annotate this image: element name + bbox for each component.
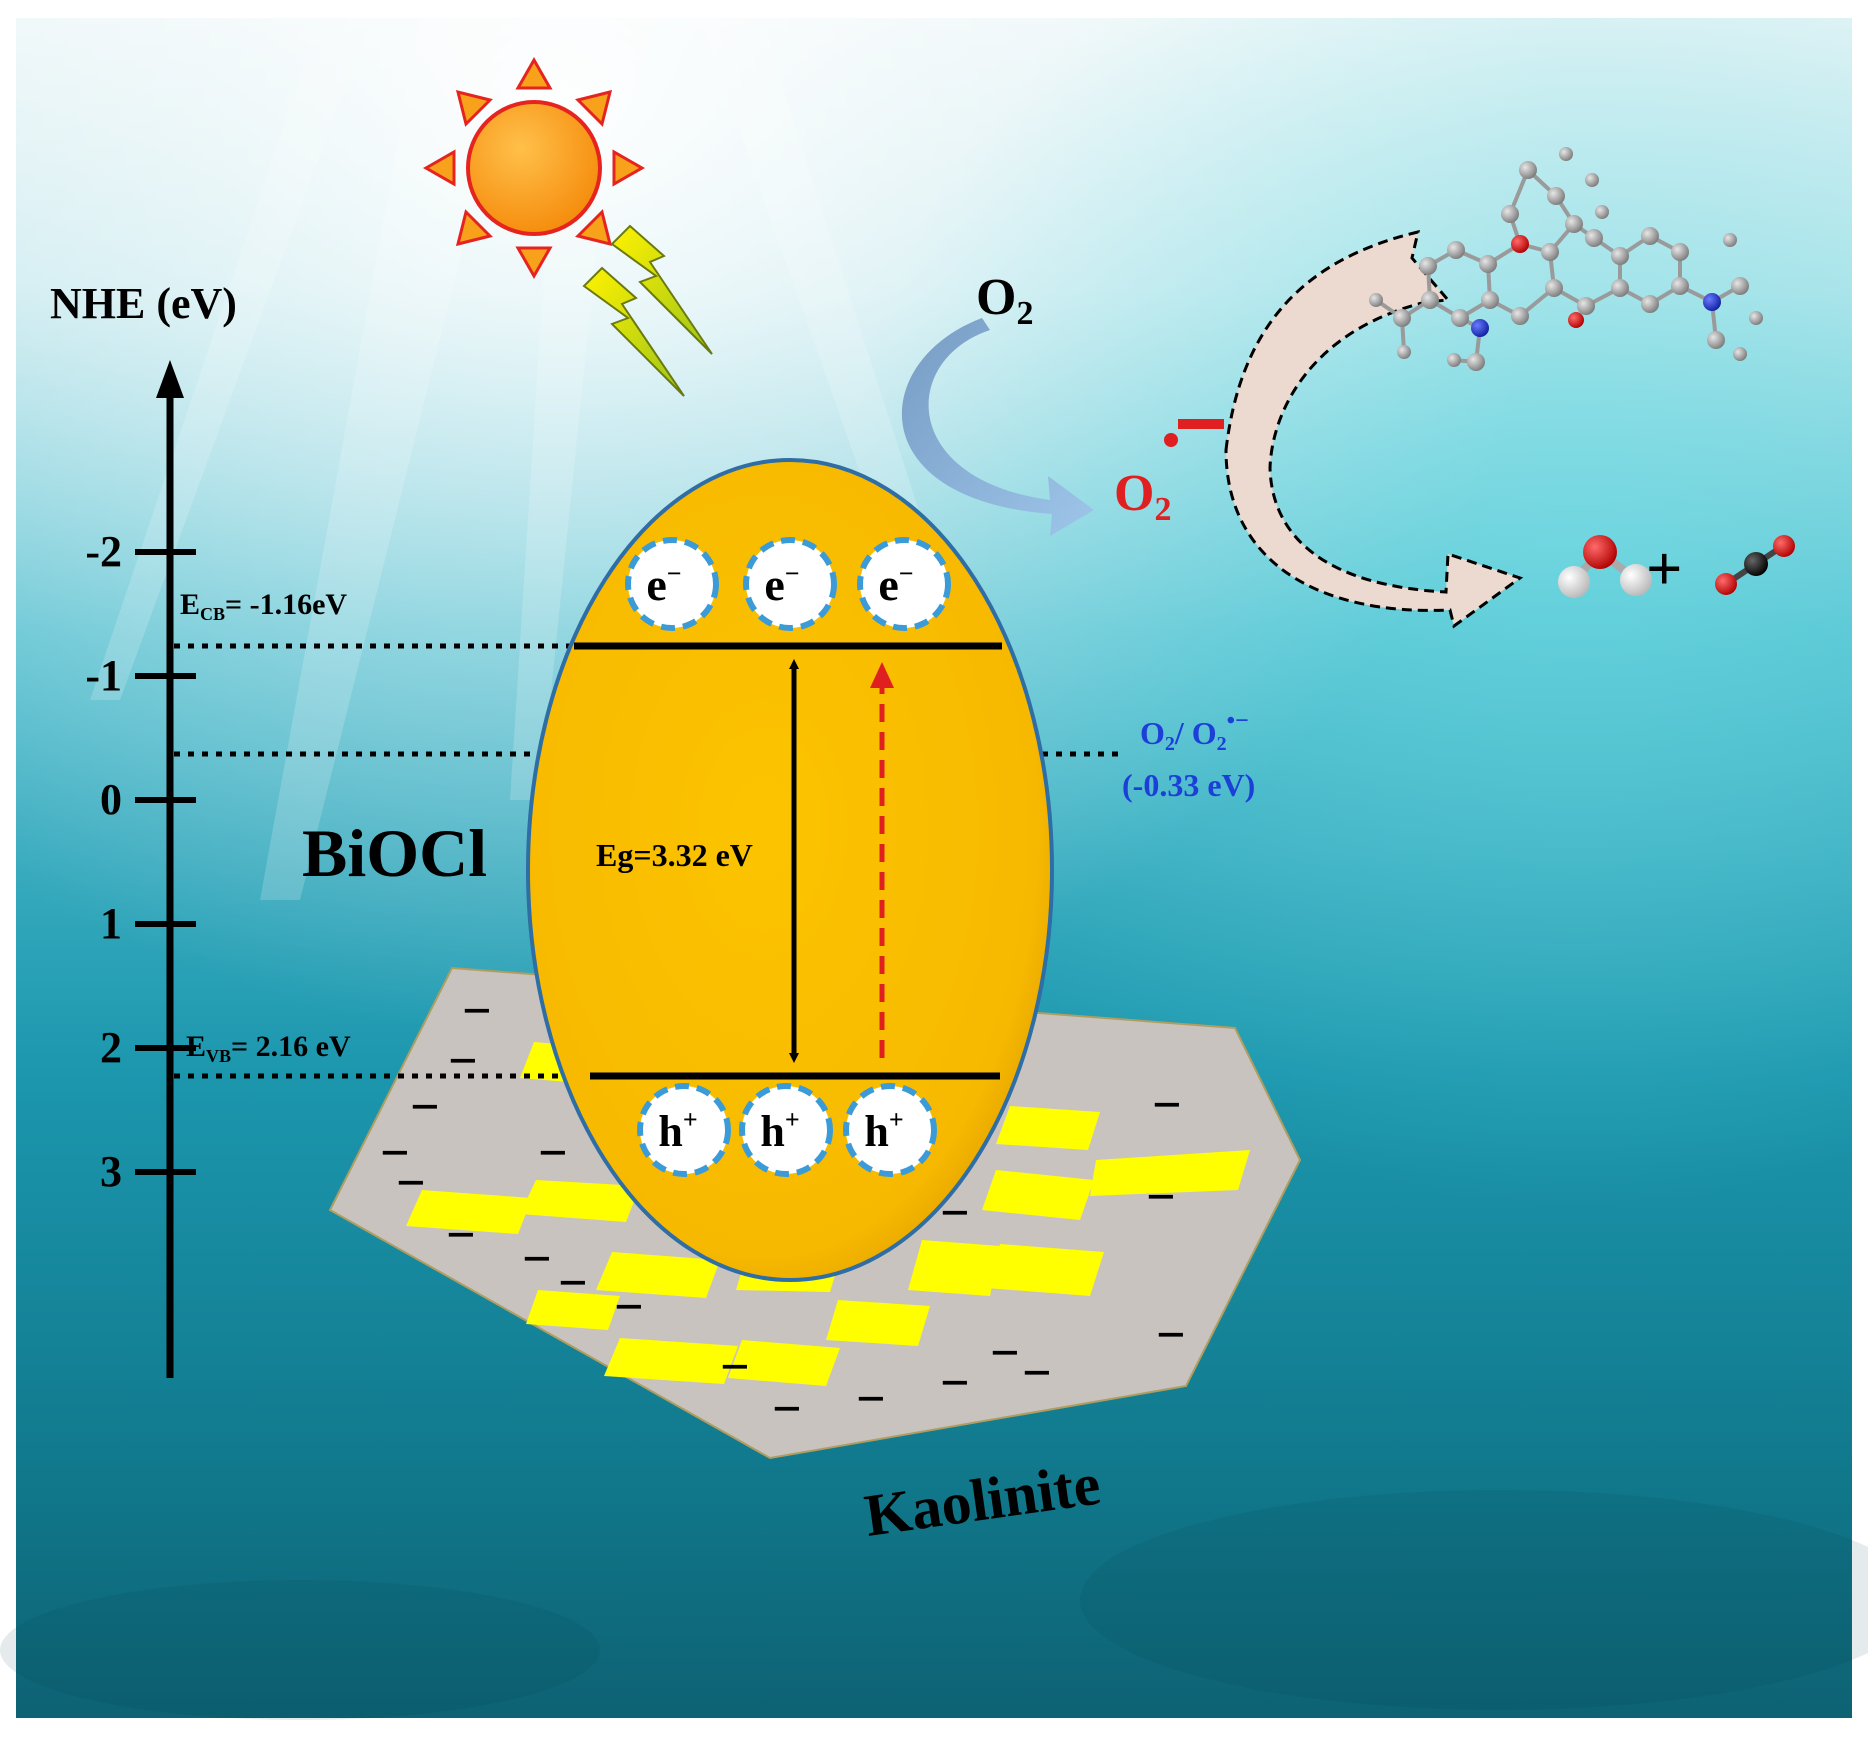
charge-mark: − [1146, 1169, 1176, 1226]
redox-potential-label: O2/ O2•− [1140, 708, 1249, 755]
svg-text:e−: e− [764, 559, 799, 610]
electrons: e− e− e− [625, 537, 951, 631]
degradation-arrow [1224, 229, 1524, 629]
charge-mark: − [1156, 1307, 1186, 1364]
tick-label-0: 0 [100, 775, 122, 824]
tick-label-1: 1 [100, 899, 122, 948]
charge-mark: − [990, 1325, 1020, 1382]
carbon-dioxide-icon [1715, 535, 1795, 595]
products: + [1558, 533, 1795, 604]
tick-label-minus2: -2 [85, 527, 122, 576]
electron: e− [857, 537, 951, 631]
svg-text:e−: e− [878, 559, 913, 610]
charge-mark: − [396, 1155, 426, 1212]
lightning-icon [582, 224, 713, 397]
evb-label: EVB= 2.16 eV [186, 1030, 351, 1066]
charge-mark: − [1022, 1345, 1052, 1402]
tick-label-3: 3 [100, 1147, 122, 1196]
charge-mark: − [538, 1125, 568, 1182]
material-label: BiOCl [302, 815, 487, 891]
svg-text:O2: O2 [1114, 465, 1171, 528]
water-molecule-icon [1558, 535, 1652, 598]
reduction-arrow [901, 318, 1094, 536]
negative-surface-charges: − − − − − − − − − − − − − − − − − − − − … [380, 983, 1186, 1438]
electron: e− [743, 537, 837, 631]
axis-ticks [135, 549, 196, 1175]
charge-mark: − [772, 1381, 802, 1438]
svg-text:e−: e− [646, 559, 681, 610]
pollutant-molecule-icon [1369, 147, 1763, 371]
sun-icon [422, 56, 646, 280]
nhe-axis: NHE (eV) -2 -1 0 1 2 3 [50, 279, 237, 1378]
charge-mark: − [856, 1371, 886, 1428]
svg-text:h+: h+ [864, 1105, 903, 1156]
charge-mark: − [380, 1125, 410, 1182]
svg-text:h+: h+ [760, 1105, 799, 1156]
charge-mark: − [720, 1339, 750, 1396]
charge-mark: − [446, 1207, 476, 1264]
redox-potential-value: (-0.33 eV) [1122, 767, 1255, 803]
superoxide-radical: O2 [1114, 419, 1224, 528]
tick-label-minus1: -1 [85, 651, 122, 700]
bandgap-label: Eg=3.32 eV [596, 837, 753, 873]
plus-sign: + [1646, 533, 1682, 604]
biocl-particle: Eg=3.32 eV e− e− e− h+ h+ [526, 458, 1054, 1282]
charge-mark: − [614, 1279, 644, 1336]
svg-text:h+: h+ [658, 1105, 697, 1156]
electron: e− [625, 537, 719, 631]
axis-title: NHE (eV) [50, 279, 237, 328]
charge-mark: − [462, 983, 492, 1040]
hole: h+ [739, 1083, 833, 1177]
charge-mark: − [410, 1079, 440, 1136]
charge-mark: − [1152, 1077, 1182, 1134]
charge-mark: − [558, 1255, 588, 1312]
charge-mark: − [448, 1033, 478, 1090]
ecb-label: ECB= -1.16eV [180, 588, 347, 624]
hole: h+ [843, 1083, 937, 1177]
charge-mark: − [522, 1231, 552, 1288]
oxygen-label: O2 [976, 269, 1033, 332]
tick-label-2: 2 [100, 1023, 122, 1072]
level-labels: ECB= -1.16eV EVB= 2.16 eV O2/ O2•− (-0.3… [180, 588, 1255, 1066]
holes: h+ h+ h+ [637, 1083, 937, 1177]
charge-mark: − [940, 1355, 970, 1412]
hole: h+ [637, 1083, 731, 1177]
